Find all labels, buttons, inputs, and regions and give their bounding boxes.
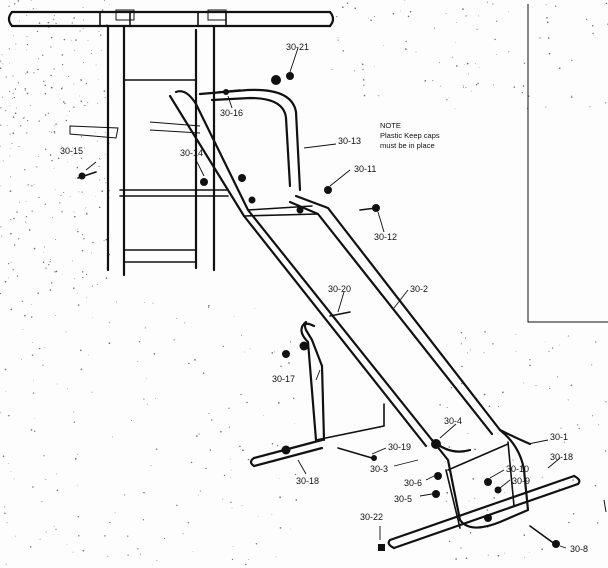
callout-30-8: 30-8 (570, 544, 588, 554)
callout-30-22: 30-22 (360, 512, 383, 522)
callout-30-17: 30-17 (272, 374, 295, 384)
slide-exit-frame-30-1 (430, 428, 530, 529)
callout-30-13: 30-13 (338, 136, 361, 146)
hardware-parts (77, 72, 560, 551)
handrail-30-13 (198, 88, 302, 192)
part-callouts: 30-21 30-16 30-13 30-15 30-14 30-11 30-1… (60, 42, 588, 554)
swing-frame (69, 24, 229, 277)
page-border (527, 4, 608, 323)
callout-30-15: 30-15 (60, 146, 83, 156)
callout-30-18-right: 30-18 (550, 452, 573, 462)
callout-30-2: 30-2 (410, 284, 428, 294)
ground-bars-30-18 (249, 438, 581, 550)
swing-top-bar (7, 9, 335, 28)
callout-30-18-left: 30-18 (296, 476, 319, 486)
callout-30-21: 30-21 (286, 42, 309, 52)
callout-30-10: 30-10 (506, 464, 529, 474)
leader-lines (85, 47, 567, 549)
callout-30-6: 30-6 (404, 478, 422, 488)
callout-30-12: 30-12 (374, 232, 397, 242)
callout-30-5: 30-5 (394, 494, 412, 504)
callout-30-3: 30-3 (370, 464, 388, 474)
note-heading: NOTE (380, 121, 401, 130)
assembly-note: NOTE Plastic Keep caps must be in place (380, 121, 440, 150)
callout-30-11: 30-11 (354, 164, 376, 174)
callout-30-14: 30-14 (180, 148, 203, 158)
callout-30-16: 30-16 (220, 108, 243, 118)
callout-30-4: 30-4 (444, 416, 462, 426)
page-border-lower (603, 499, 607, 513)
callout-30-20: 30-20 (328, 284, 351, 294)
callout-30-19: 30-19 (388, 442, 411, 452)
note-line-2: must be in place (380, 141, 435, 150)
note-line-1: Plastic Keep caps (380, 131, 440, 140)
callout-30-1: 30-1 (550, 432, 568, 442)
callout-30-9: 30-9 (512, 476, 530, 486)
ladder-support-30-17 (300, 320, 385, 442)
